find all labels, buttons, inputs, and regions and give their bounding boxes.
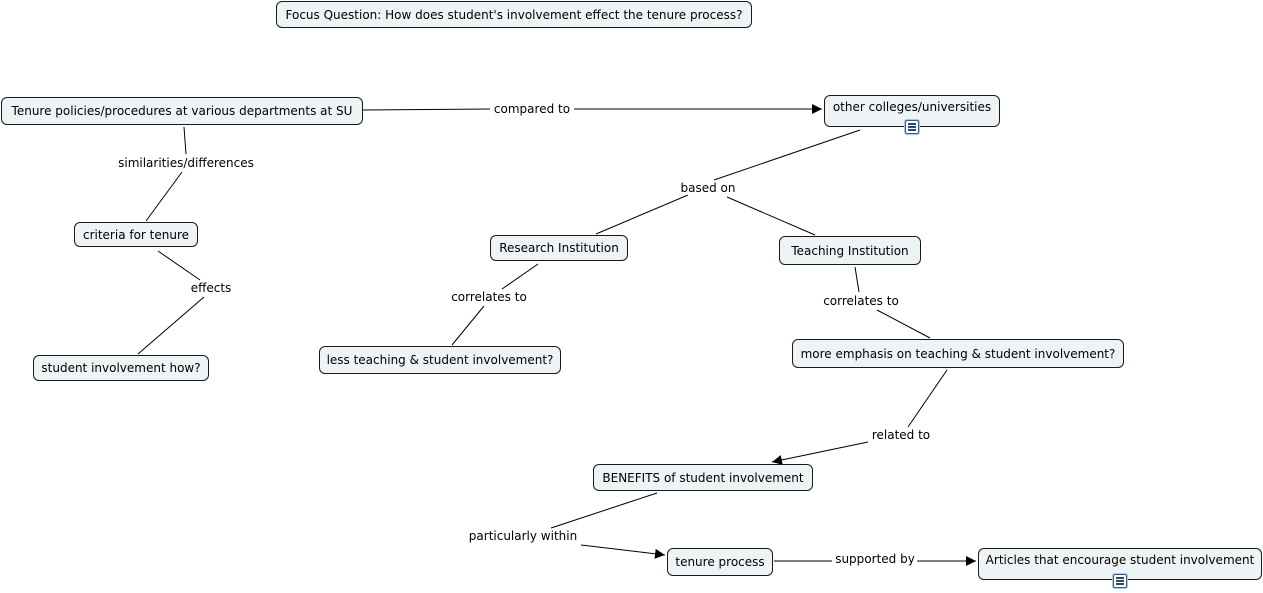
connector-based-on-out-teaching bbox=[726, 196, 816, 236]
connector-related-to-out bbox=[771, 441, 869, 465]
node-tenure-process[interactable]: tenure process bbox=[667, 548, 773, 576]
node-student-involvement-how[interactable]: student involvement how? bbox=[33, 355, 209, 381]
connector-based-on-in bbox=[713, 129, 861, 181]
node-criteria-for-tenure[interactable]: criteria for tenure bbox=[74, 222, 198, 247]
link-label-correlates-to-teaching[interactable]: correlates to bbox=[821, 294, 901, 308]
connector-effects-out bbox=[137, 296, 205, 355]
connector-based-on-out-research bbox=[595, 194, 689, 235]
node-benefits[interactable]: BENEFITS of student involvement bbox=[593, 464, 813, 491]
link-label-based-on[interactable]: based on bbox=[678, 181, 738, 195]
link-label-correlates-to-research[interactable]: correlates to bbox=[449, 290, 529, 304]
connector-similarities-in bbox=[183, 126, 187, 155]
node-less-teaching[interactable]: less teaching & student involvement? bbox=[319, 346, 561, 374]
connector-correlates-research-in bbox=[501, 263, 539, 290]
connector-correlates-teaching-in bbox=[854, 266, 860, 293]
connector-effects-in bbox=[157, 250, 201, 281]
connector-similarities-out bbox=[145, 171, 183, 222]
connector-compared-to-in bbox=[361, 108, 491, 111]
node-other-colleges[interactable]: other colleges/universities bbox=[824, 95, 1000, 127]
link-label-similarities-differences[interactable]: similarities/differences bbox=[116, 156, 256, 170]
connector-related-to-in bbox=[907, 369, 948, 428]
node-research-institution[interactable]: Research Institution bbox=[490, 235, 628, 261]
document-icon[interactable] bbox=[1113, 574, 1127, 588]
connector-particularly-within-out bbox=[580, 544, 666, 559]
link-label-effects[interactable]: effects bbox=[188, 281, 234, 295]
document-icon[interactable] bbox=[905, 120, 919, 134]
focus-question[interactable]: Focus Question: How does student's invol… bbox=[276, 1, 752, 28]
link-label-compared-to[interactable]: compared to bbox=[491, 102, 573, 116]
link-label-particularly-within[interactable]: particularly within bbox=[466, 529, 580, 543]
node-teaching-institution[interactable]: Teaching Institution bbox=[779, 236, 921, 265]
link-label-supported-by[interactable]: supported by bbox=[833, 552, 917, 566]
node-tenure-policies[interactable]: Tenure policies/procedures at various de… bbox=[1, 97, 363, 125]
connector-correlates-teaching-out bbox=[876, 309, 931, 339]
node-more-emphasis[interactable]: more emphasis on teaching & student invo… bbox=[792, 339, 1124, 368]
connector-particularly-within-in bbox=[550, 492, 658, 529]
link-label-related-to[interactable]: related to bbox=[869, 428, 933, 442]
connector-correlates-research-out bbox=[451, 305, 485, 346]
